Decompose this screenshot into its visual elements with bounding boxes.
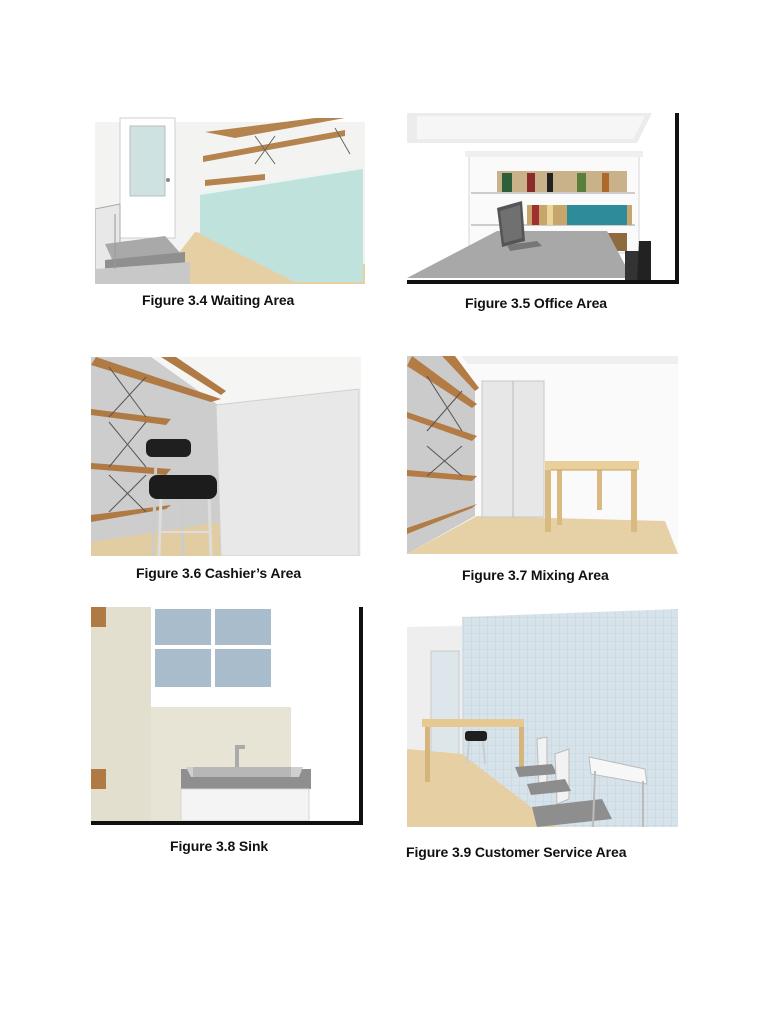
- figure-caption: Figure 3.4 Waiting Area: [142, 292, 295, 308]
- figure-sink-image: [91, 607, 363, 825]
- figure-office-area-image: [407, 113, 679, 284]
- figure-caption: Figure 3.8 Sink: [170, 838, 269, 854]
- figure-caption: Figure 3.5 Office Area: [465, 295, 607, 311]
- figure-customer-service-area-image: [407, 609, 678, 827]
- figure-waiting-area-image: [95, 114, 365, 284]
- figure-caption: Figure 3.6 Cashier’s Area: [136, 565, 302, 581]
- figure-cashier-area-image: [91, 357, 361, 556]
- figure-caption: Figure 3.9 Customer Service Area: [406, 844, 627, 860]
- figure-caption: Figure 3.7 Mixing Area: [462, 567, 609, 583]
- figure-mixing-area-image: [407, 356, 678, 554]
